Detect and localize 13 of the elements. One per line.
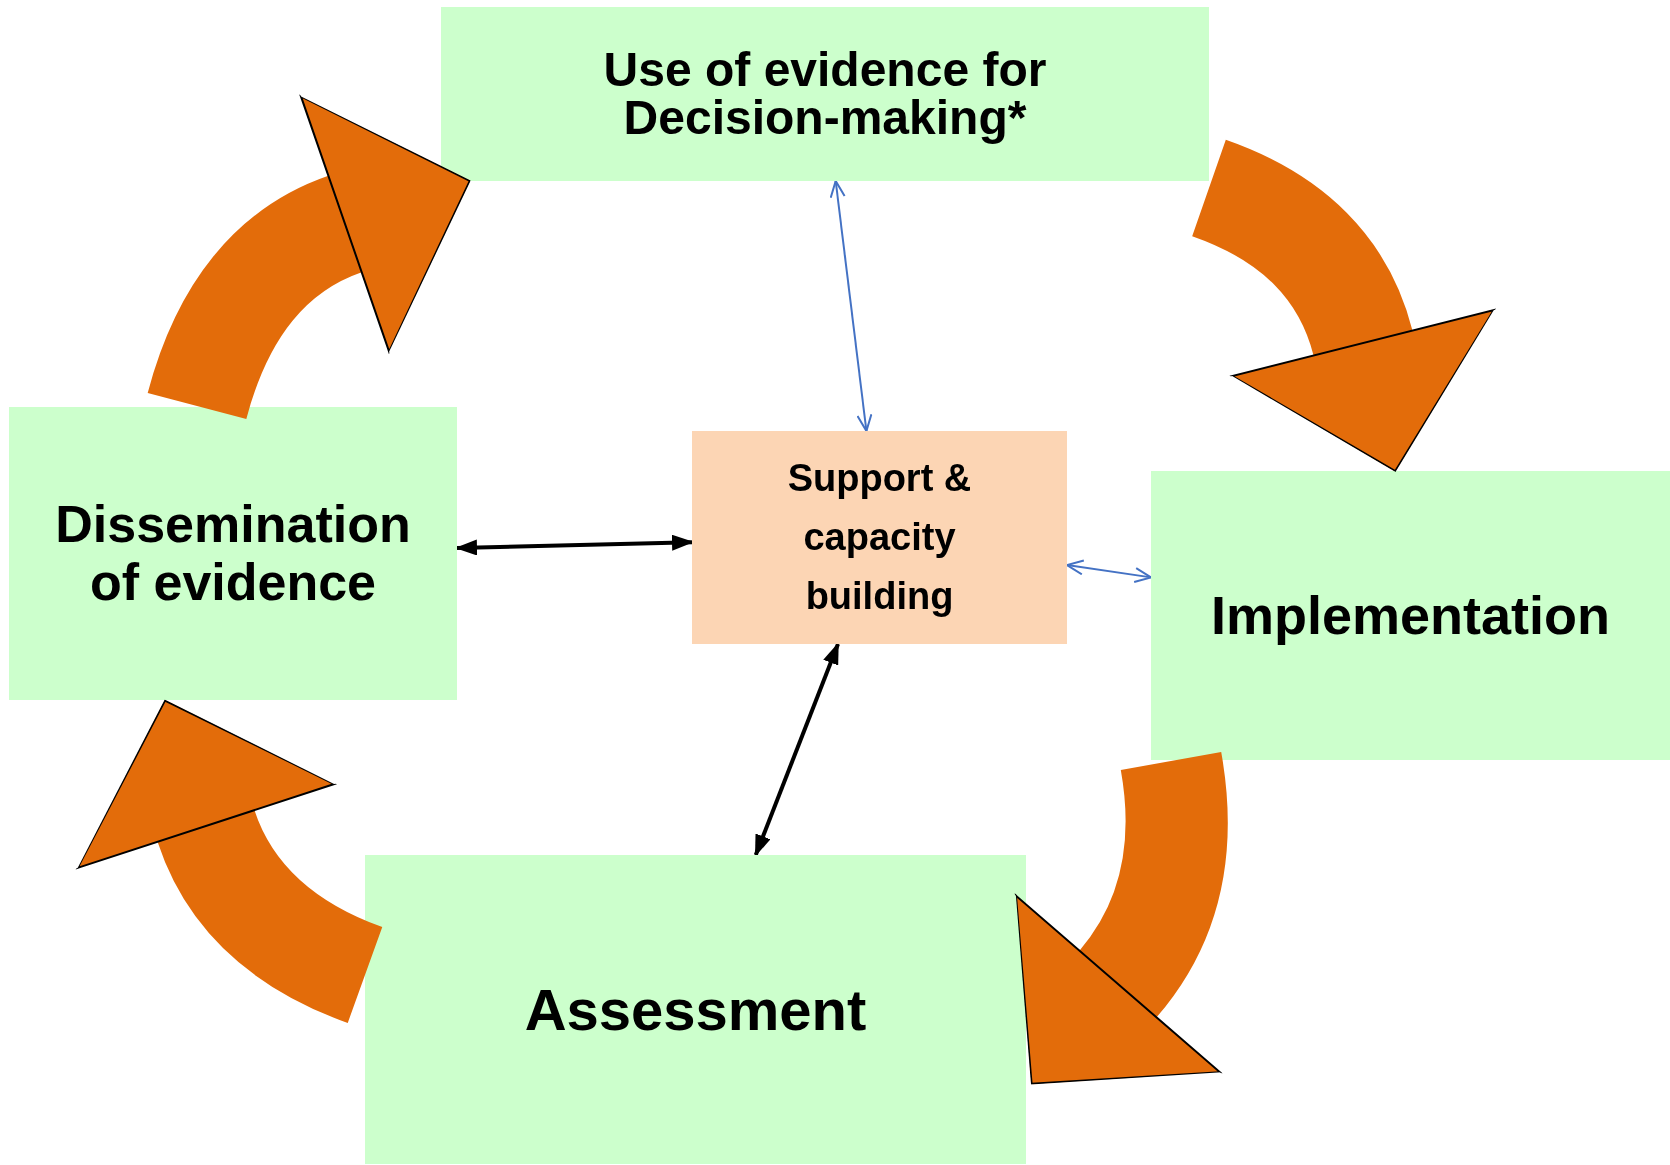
stage-label: Support & capacity building [786, 456, 973, 619]
double-arrow [829, 180, 873, 432]
stage-box [1151, 471, 1670, 760]
stage-box [365, 855, 1026, 1164]
center-box [692, 431, 1067, 644]
stage-label: Assessment [524, 977, 867, 1042]
double-arrow [1066, 559, 1152, 583]
stage-box [9, 407, 457, 700]
double-arrow [753, 642, 840, 857]
stage-label: Dissemination of evidence [54, 496, 412, 611]
stage-label: Use of evidence for Decision-making* [602, 46, 1048, 142]
stage-box [441, 7, 1209, 181]
stage-label: Implementation [1210, 585, 1610, 646]
